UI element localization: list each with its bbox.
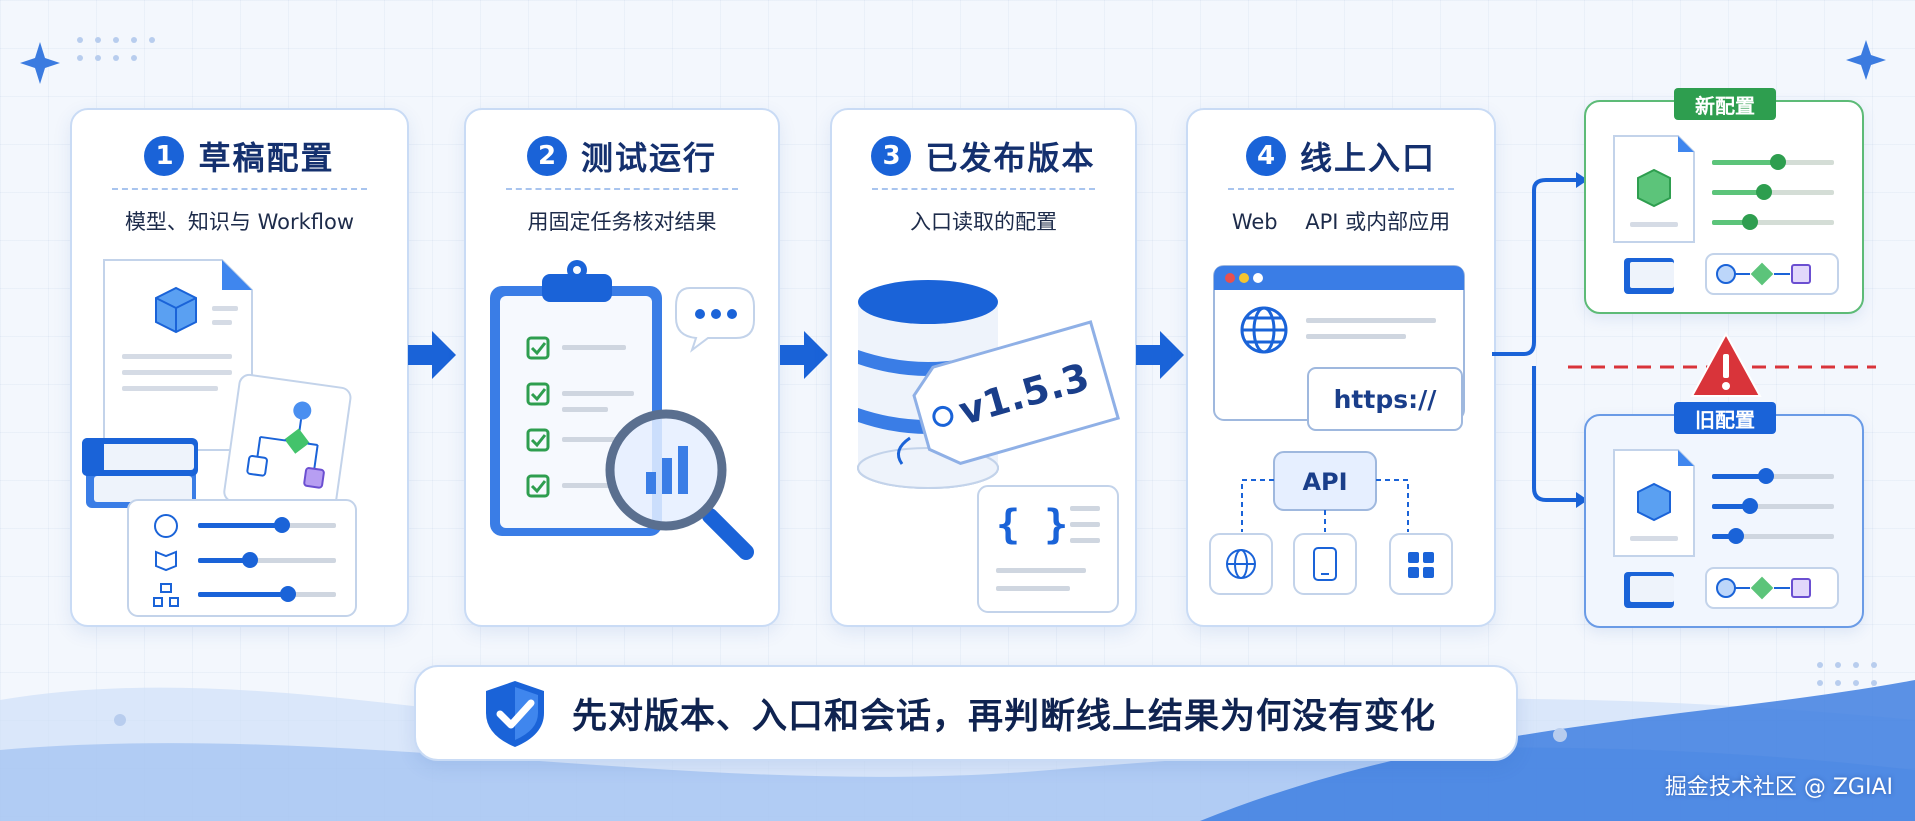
warning-divider [1568, 331, 1876, 397]
magnifier-chart-icon [605, 409, 754, 560]
books-icon [82, 438, 198, 508]
step-subtitle: 模型、知识与 Workflow [124, 210, 355, 234]
code-file-icon: { } [977, 485, 1119, 613]
draft-illustration [82, 259, 357, 617]
brain-icon [154, 514, 178, 538]
old-config-card: 旧配置 [1584, 402, 1864, 628]
apps-grid-icon [1408, 552, 1434, 578]
arrow-right-icon [780, 331, 828, 379]
arrow-right-icon [1136, 331, 1184, 379]
step-header: 3 已发布版本 [832, 132, 1135, 180]
step-number: 3 [871, 136, 912, 176]
client-icons [1209, 533, 1453, 595]
flow-icon [153, 583, 179, 607]
globe-icon [1226, 549, 1256, 579]
step-subtitle: 用固定任务核对结果 [527, 210, 717, 234]
svg-text:{ }: { } [996, 502, 1068, 548]
published-illustration: v1.5.3 { } [857, 280, 1120, 613]
step-card-published: 3 已发布版本 入口读取的配置 v1.5.3 { } [830, 108, 1137, 627]
divider [1228, 188, 1454, 190]
step-header: 4 线上入口 [1188, 132, 1494, 180]
step-title: 已发布版本 [925, 139, 1096, 177]
book-icon [1624, 258, 1674, 294]
workflow-icon [1705, 567, 1839, 609]
settings-sliders-panel [127, 499, 357, 617]
book-icon [155, 550, 177, 572]
old-config-illustration [1613, 449, 1839, 609]
version-tag: v1.5.3 [912, 320, 1120, 465]
branch-connector [1492, 172, 1588, 508]
step-title: 线上入口 [1299, 139, 1436, 177]
url-bar: https:// [1307, 367, 1463, 431]
shield-check-icon [486, 681, 544, 747]
divider [112, 188, 367, 190]
step-title: 草稿配置 [198, 139, 335, 177]
step-card-test: 2 测试运行 用固定任务核对结果 [464, 108, 780, 627]
step-header: 2 测试运行 [466, 132, 778, 180]
workflow-icon [1705, 253, 1839, 295]
mobile-icon [1313, 547, 1337, 581]
workflow-icon [223, 373, 352, 516]
step-number: 1 [144, 136, 185, 176]
old-config-label: 旧配置 [1674, 402, 1776, 434]
chat-bubble-icon [675, 287, 755, 353]
online-illustration: https:// API [1209, 265, 1465, 595]
step-subtitle: 入口读取的配置 [910, 210, 1057, 234]
watermark: 掘金技术社区 @ ZGIAI [1664, 775, 1893, 800]
divider [872, 188, 1095, 190]
footer-message: 先对版本、入口和会话，再判断线上结果为何没有变化 [572, 696, 1437, 737]
document-icon [103, 259, 253, 451]
step-card-draft: 1 草稿配置 模型、知识与 Workflow [70, 108, 409, 627]
api-label: API [1302, 468, 1347, 496]
new-config-illustration [1613, 135, 1839, 295]
sparkle-icon [20, 42, 60, 84]
step-subtitle: Web API 或内部应用 [1231, 210, 1451, 234]
book-icon [1624, 572, 1674, 608]
cube-icon [1637, 482, 1671, 522]
globe-icon [1240, 306, 1288, 354]
step-number: 4 [1245, 136, 1286, 176]
step-title: 测试运行 [580, 139, 717, 177]
url-label: https:// [1334, 385, 1438, 414]
new-config-label: 新配置 [1674, 88, 1776, 120]
arrow-right-icon [408, 331, 456, 379]
step-card-online: 4 线上入口 Web API 或内部应用 https:// API [1186, 108, 1496, 627]
sparkle-icon [1846, 40, 1886, 80]
new-config-card: 新配置 [1584, 88, 1864, 314]
api-connectors [1241, 479, 1409, 532]
divider [506, 188, 738, 190]
cube-icon [1637, 168, 1671, 208]
test-illustration [490, 260, 755, 560]
api-node: API [1273, 451, 1377, 511]
footer-banner: 先对版本、入口和会话，再判断线上结果为何没有变化 [414, 665, 1518, 761]
step-header: 1 草稿配置 [72, 132, 407, 180]
step-number: 2 [526, 136, 567, 176]
